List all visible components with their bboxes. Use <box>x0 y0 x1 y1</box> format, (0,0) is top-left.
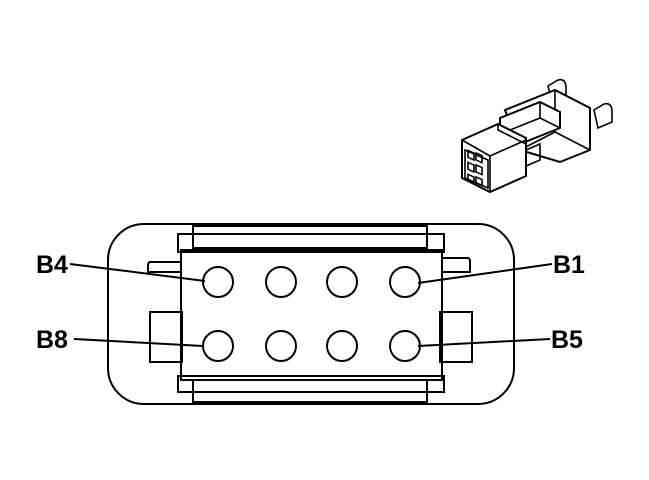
pin-b6 <box>326 330 358 362</box>
pin-b8 <box>202 330 234 362</box>
connector-face-view: B4 B8 B1 B5 <box>36 223 585 405</box>
pin-b3 <box>265 266 297 298</box>
leader-line-b4 <box>69 263 206 282</box>
leader-line-b8 <box>73 338 204 347</box>
label-b4: B4 <box>36 251 68 279</box>
top-latch <box>192 225 428 249</box>
right-side-tab <box>439 311 473 363</box>
label-b1: B1 <box>553 251 585 279</box>
connector-perspective-icon <box>461 78 613 194</box>
pin-b2 <box>326 266 358 298</box>
left-side-tab <box>149 311 183 363</box>
pin-b7 <box>265 330 297 362</box>
pin-b5 <box>389 330 421 362</box>
leader-line-b1 <box>417 263 553 284</box>
pin-b4 <box>202 266 234 298</box>
connector-outer-shell <box>107 223 515 405</box>
label-b5: B5 <box>551 326 583 354</box>
cavity-body <box>180 249 443 381</box>
label-b8: B8 <box>36 326 68 354</box>
leader-line-b5 <box>417 338 551 347</box>
pin-b1 <box>389 266 421 298</box>
